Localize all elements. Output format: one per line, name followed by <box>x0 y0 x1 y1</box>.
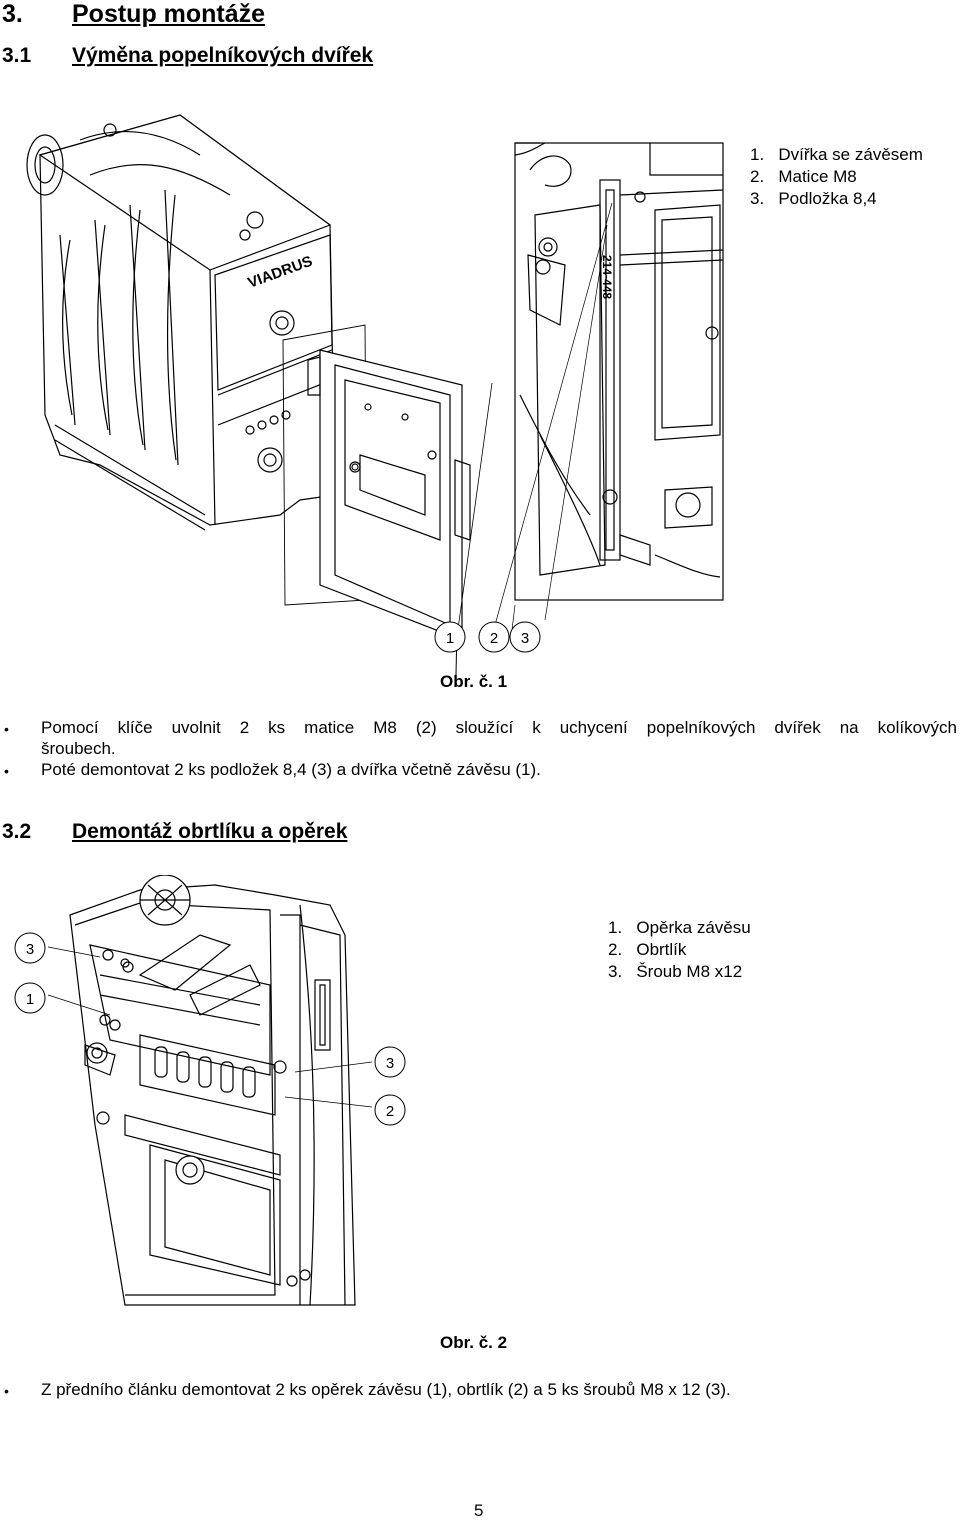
callout-circle <box>509 621 541 653</box>
legend-item: 2. Obrtlík <box>608 940 687 959</box>
section-number: 3. <box>2 0 23 28</box>
callout-circle <box>374 1094 406 1126</box>
page-number: 5 <box>474 1501 484 1520</box>
legend-item: 3. Šroub M8 x12 <box>608 962 743 981</box>
subsection-1-heading: 3.1 Výměna popelníkových dvířek <box>2 44 373 68</box>
list-item: • Z předního článku demontovat 2 ks opěr… <box>0 1379 960 1400</box>
figure-2-callouts: 3 1 3 2 <box>14 932 406 1126</box>
callout-2: 2 <box>490 630 498 647</box>
bullet-icon: • <box>4 721 9 737</box>
callout-circle <box>14 982 46 1014</box>
figure-2-drawing: 3 1 3 2 <box>14 875 406 1306</box>
door-label: 214-448 <box>600 255 614 299</box>
legend-item: 2. Matice M8 <box>750 167 857 186</box>
bullet-icon: • <box>4 1383 9 1399</box>
callout-3: 3 <box>521 630 529 647</box>
legend-item: 1. Opěrka závěsu <box>608 918 751 937</box>
figure-1-callouts: 1 2 3 <box>434 621 541 653</box>
subsection-1-number: 3.1 <box>2 44 32 67</box>
detail-view-frame <box>514 142 724 601</box>
callout-1: 1 <box>446 630 454 647</box>
section-heading: 3. Postup montáže <box>2 0 265 29</box>
list-item: • Pomocí klíče uvolnit 2 ks matice M8 (2… <box>0 717 960 759</box>
callout-1: 1 <box>26 991 34 1008</box>
list-item-text: Pomocí klíče uvolnit 2 ks matice M8 (2) … <box>41 718 957 737</box>
list-item-text-continued: šroubech. <box>41 739 116 758</box>
list-item-text: Z předního článku demontovat 2 ks opěrek… <box>41 1380 731 1399</box>
callout-3-right: 3 <box>386 1055 394 1072</box>
figure-2-caption: Obr. č. 2 <box>440 1333 508 1352</box>
figure-1-legend: 1. Dvířka se závěsem 2. Matice M8 3. Pod… <box>750 144 923 210</box>
figure-1-drawing: VIADRUS 214-448 1 2 3 <box>26 114 724 675</box>
list-item-text: Poté demontovat 2 ks podložek 8,4 (3) a … <box>41 760 541 779</box>
subsection-1-title: Výměna popelníkových dvířek <box>72 44 374 67</box>
callout-3-top: 3 <box>26 941 34 958</box>
figure-1-caption: Obr. č. 1 <box>440 672 508 691</box>
section-title: Postup montáže <box>72 0 266 28</box>
ash-door <box>319 349 463 641</box>
legend-item: 3. Podložka 8,4 <box>750 189 877 208</box>
figure-2-legend: 1. Opěrka závěsu 2. Obrtlík 3. Šroub M8 … <box>608 917 751 983</box>
callout-circle <box>14 932 46 964</box>
subsection-2-heading: 3.2 Demontáž obrtlíku a opěrek <box>2 820 347 844</box>
bullet-icon: • <box>4 763 9 779</box>
list-item: • Poté demontovat 2 ks podložek 8,4 (3) … <box>0 759 960 780</box>
subsection-2-title: Demontáž obrtlíku a opěrek <box>72 820 348 843</box>
callout-circle <box>374 1046 406 1078</box>
callout-circle <box>434 621 466 653</box>
bullet-list-1: • Pomocí klíče uvolnit 2 ks matice M8 (2… <box>0 717 960 780</box>
legend-item: 1. Dvířka se závěsem <box>750 145 923 164</box>
bullet-list-2: • Z předního článku demontovat 2 ks opěr… <box>0 1379 960 1400</box>
callout-2: 2 <box>386 1103 394 1120</box>
subsection-2-number: 3.2 <box>2 820 32 843</box>
callout-circle <box>478 621 510 653</box>
